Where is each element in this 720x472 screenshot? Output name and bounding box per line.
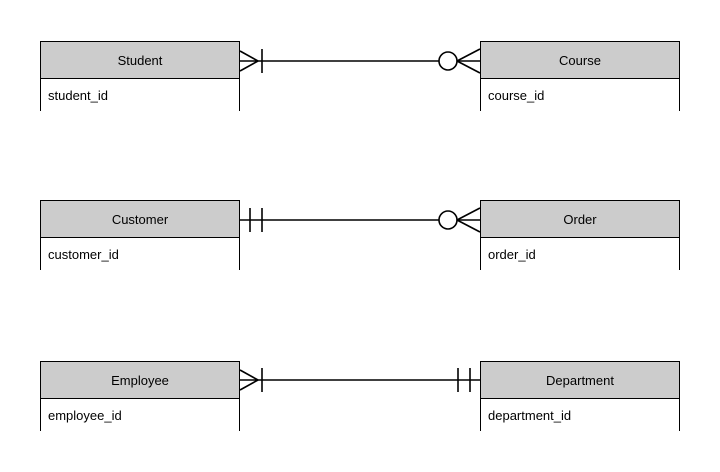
entity-employee-name: Employee	[41, 362, 239, 399]
entity-order[interactable]: Order order_id	[480, 200, 680, 270]
entity-customer[interactable]: Customer customer_id	[40, 200, 240, 270]
cardinality-customer-exactly-one	[249, 208, 263, 232]
entity-student-name: Student	[41, 42, 239, 79]
entity-department-attribute-department_id: department_id	[481, 399, 679, 431]
entity-department-name: Department	[481, 362, 679, 399]
cardinality-order-zero-or-many	[438, 207, 481, 233]
entity-student[interactable]: Student student_id	[40, 41, 240, 111]
relationship-customer-order[interactable]	[240, 207, 481, 233]
entity-course-attribute-course_id: course_id	[481, 79, 679, 111]
entity-course-name: Course	[481, 42, 679, 79]
entity-order-name: Order	[481, 201, 679, 238]
entity-student-attribute-student_id: student_id	[41, 79, 239, 111]
entity-employee[interactable]: Employee employee_id	[40, 361, 240, 431]
cardinality-course-zero-or-many	[438, 48, 481, 74]
entity-course[interactable]: Course course_id	[480, 41, 680, 111]
entity-customer-attribute-customer_id: customer_id	[41, 238, 239, 270]
entity-department[interactable]: Department department_id	[480, 361, 680, 431]
entity-order-attribute-order_id: order_id	[481, 238, 679, 270]
cardinality-employee-one-or-many	[239, 368, 263, 392]
relationship-student-course[interactable]	[239, 48, 481, 74]
cardinality-student-one-or-many	[239, 49, 263, 73]
entity-customer-name: Customer	[41, 201, 239, 238]
relationship-employee-department[interactable]	[239, 368, 480, 392]
entity-employee-attribute-employee_id: employee_id	[41, 399, 239, 431]
cardinality-department-exactly-one	[457, 368, 471, 392]
